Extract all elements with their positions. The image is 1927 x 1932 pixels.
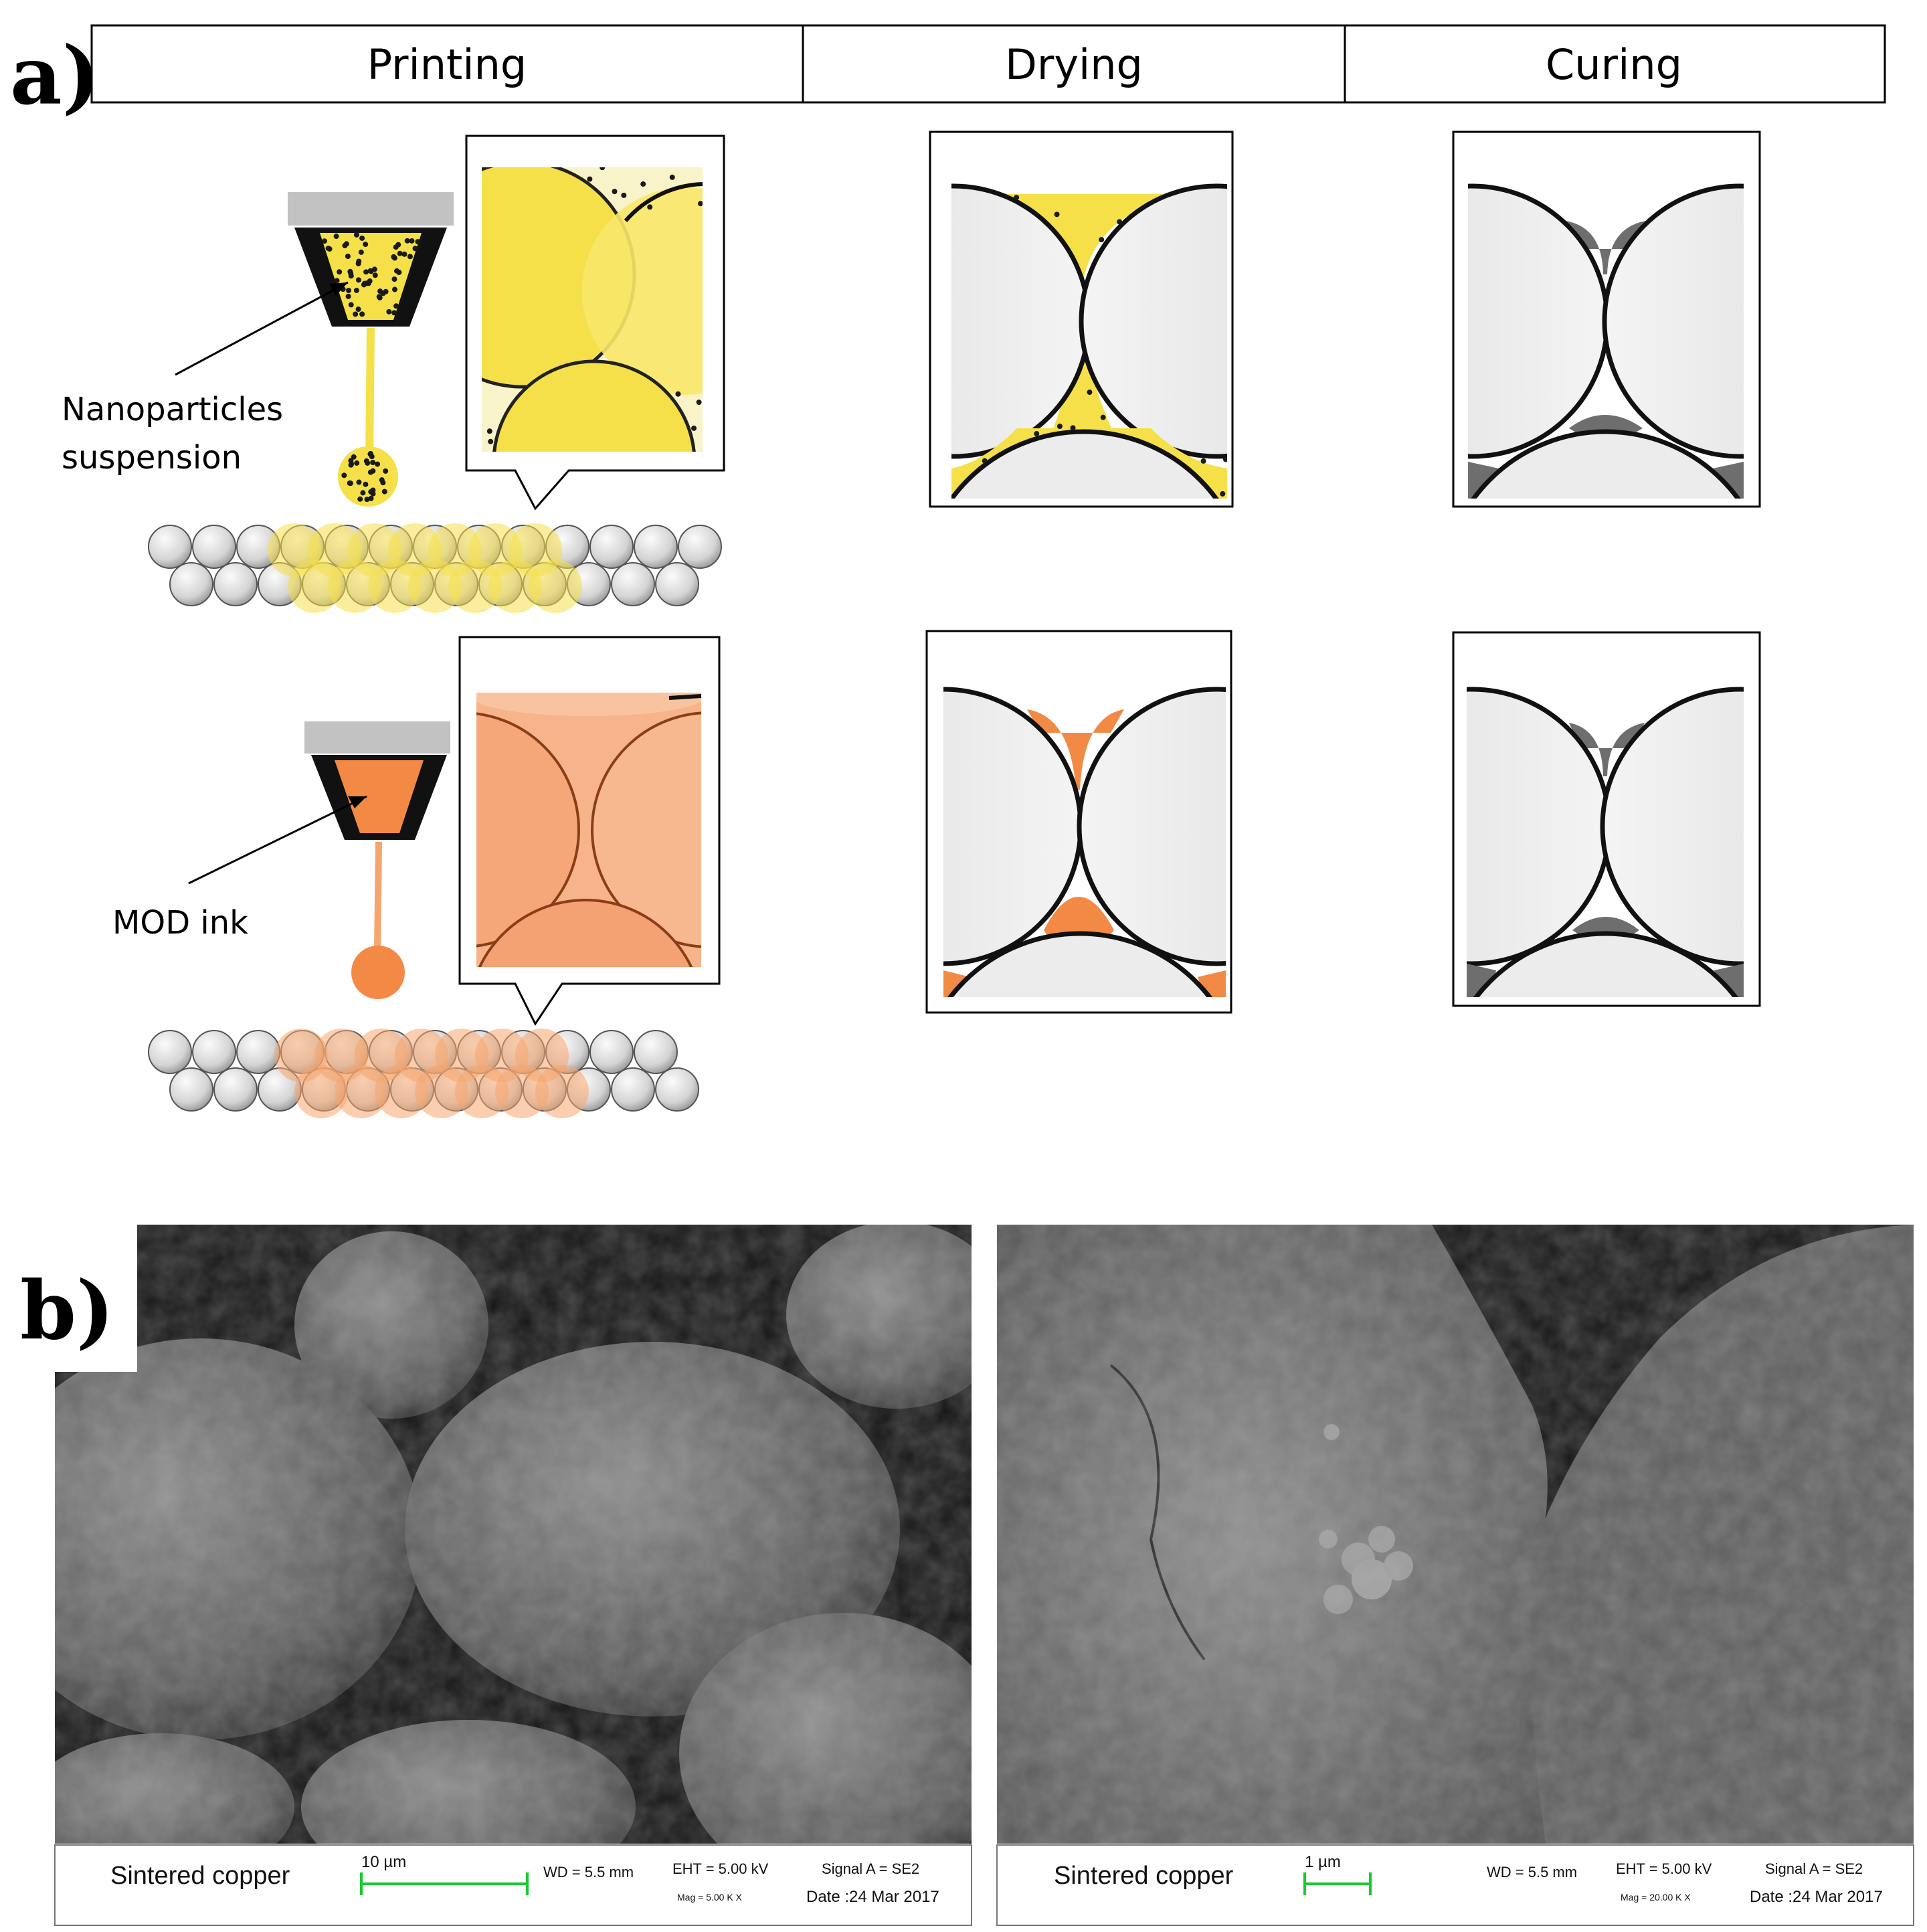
sem-1-wd: WD = 5.5 mm <box>543 1864 634 1880</box>
drying-nanoparticles <box>929 130 1234 508</box>
sem-2-scale-label: 1 µm <box>1305 1853 1341 1871</box>
sem-1-eht: EHT = 5.00 kV <box>672 1860 769 1877</box>
powder-particle <box>148 1030 192 1074</box>
callout-nanoparticles: Nanoparticles suspension <box>62 281 349 476</box>
powder-particle <box>611 1067 655 1112</box>
powder-particle <box>236 1030 280 1074</box>
callout-mod: MOD ink <box>112 795 367 942</box>
sem-2-signal: Signal A = SE2 <box>1765 1860 1863 1877</box>
sem-1-signal: Signal A = SE2 <box>822 1860 919 1877</box>
sem-1-sample: Sintered copper <box>110 1862 290 1890</box>
powder-bed-mod <box>148 1029 699 1118</box>
sem-image-2 <box>997 1225 1914 1844</box>
sem-2-mag: Mag = 20.00 K X <box>1621 1892 1691 1903</box>
sem-2-sample: Sintered copper <box>1054 1862 1234 1890</box>
powder-particle <box>634 1030 678 1074</box>
sem-2-eht: EHT = 5.00 kV <box>1616 1860 1712 1877</box>
powder-particle <box>192 525 236 569</box>
sem-info-bar-1: Sintered copper 10 µm WD = 5.5 mm EHT = … <box>54 1844 972 1926</box>
powder-particle <box>148 525 192 569</box>
powder-particle <box>655 562 699 606</box>
stage-header: Printing Drying Curing <box>90 24 1886 104</box>
powder-particle <box>678 525 722 569</box>
panel-b-label: b) <box>20 1263 114 1358</box>
sem-2-date: Date :24 Mar 2017 <box>1750 1888 1883 1906</box>
panel-b: b) Sin <box>0 1225 1914 1926</box>
header-printing: Printing <box>367 40 527 89</box>
sem-1-scale-bar <box>360 1872 529 1895</box>
drying-mod <box>925 630 1232 1014</box>
sem-1-scale-label: 10 µm <box>361 1853 406 1871</box>
sem-2-wd: WD = 5.5 mm <box>1487 1864 1577 1880</box>
header-drying: Drying <box>1005 40 1143 89</box>
powder-bed-nanoparticles <box>148 523 722 613</box>
label-nanoparticles-suspension: Nanoparticles suspension <box>62 391 293 476</box>
powder-particle <box>634 525 678 569</box>
sem-2-scale-bar <box>1303 1872 1372 1895</box>
printhead-mod <box>304 721 450 999</box>
zoom-printing-nanoparticles <box>465 135 725 511</box>
powder-particle <box>589 525 634 569</box>
mod-droplet <box>351 946 405 999</box>
powder-particle <box>169 562 213 606</box>
zoom-printing-mod <box>458 636 721 1026</box>
panel-a-label: a) <box>10 29 100 123</box>
sem-image-1 <box>0 1225 972 1844</box>
powder-particle <box>213 1067 258 1112</box>
powder-particle <box>192 1030 236 1074</box>
powder-particle <box>589 1030 634 1074</box>
curing-nanoparticles <box>1452 130 1761 508</box>
label-mod-ink: MOD ink <box>112 904 248 942</box>
header-curing: Curing <box>1546 40 1682 89</box>
powder-particle <box>169 1067 213 1112</box>
powder-particle <box>213 562 258 606</box>
powder-particle <box>655 1067 699 1112</box>
sem-info-bar-2: Sintered copper 1 µm WD = 5.5 mm EHT = 5… <box>996 1844 1914 1926</box>
printhead-nanoparticles <box>288 192 454 507</box>
sem-1-mag: Mag = 5.00 K X <box>677 1892 743 1903</box>
panel-a: a) Printing Drying Curing Nanoparticles <box>10 24 1886 1118</box>
sem-1-date: Date :24 Mar 2017 <box>806 1888 939 1906</box>
ink-particles <box>321 232 421 317</box>
curing-mod <box>1452 631 1761 1007</box>
powder-particle <box>611 562 655 606</box>
